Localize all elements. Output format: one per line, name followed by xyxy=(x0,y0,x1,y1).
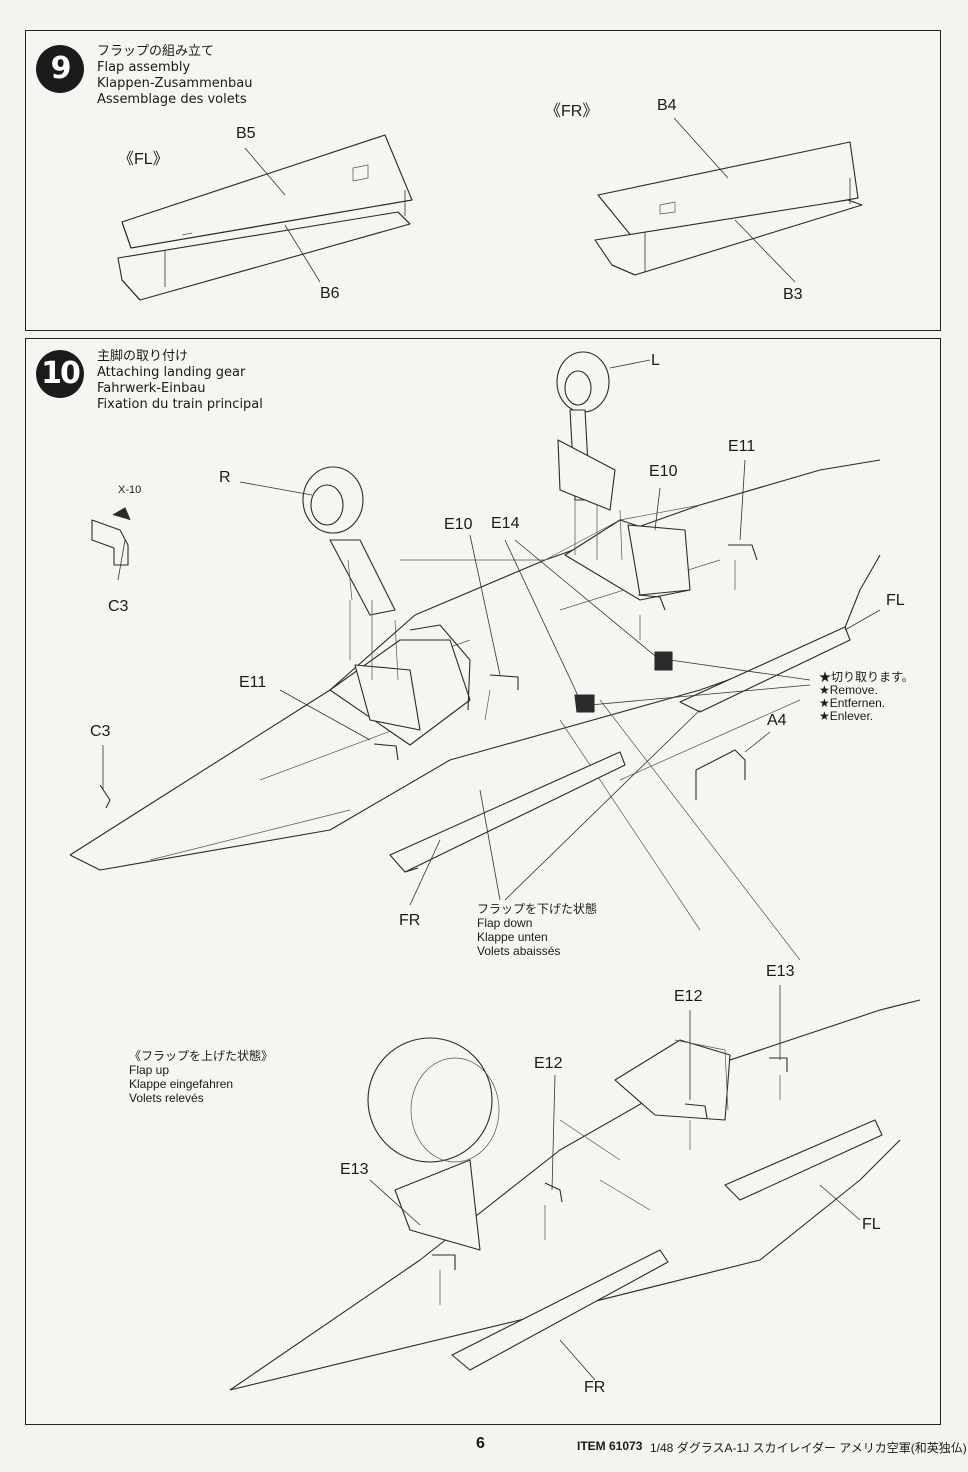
remove-note-en: ★Remove. xyxy=(819,683,878,697)
label-fl-upper: FL xyxy=(886,592,905,609)
label-fl-lower: FL xyxy=(862,1216,881,1233)
label-fl-step9: 《FL》 xyxy=(118,151,169,168)
label-fr-step9: 《FR》 xyxy=(545,103,599,120)
step-9-title-de: Klappen-Zusammenbau xyxy=(97,76,253,91)
label-b5: B5 xyxy=(236,125,256,142)
label-e13-left: E13 xyxy=(340,1161,369,1178)
label-b3: B3 xyxy=(783,286,803,303)
label-r: R xyxy=(219,469,231,486)
label-e11-left: E11 xyxy=(239,674,267,691)
label-e11-right: E11 xyxy=(728,438,756,455)
step-10-titles: 主脚の取り付け Attaching landing gear Fahrwerk-… xyxy=(97,349,263,413)
step-9-title-fr: Assemblage des volets xyxy=(97,92,247,107)
remove-note: ★切り取ります。 ★Remove. ★Entfernen. ★Enlever. xyxy=(819,671,914,723)
flap-up-note: 《フラップを上げた状態》 Flap up Klappe eingefahren … xyxy=(129,1049,273,1105)
label-c3-wing: C3 xyxy=(90,723,111,740)
step-10-title-fr: Fixation du train principal xyxy=(97,397,263,412)
remove-note-ja: ★切り取ります。 xyxy=(819,670,914,684)
step-9-number: 9 xyxy=(36,45,84,93)
step-9-titles: フラップの組み立て Flap assembly Klappen-Zusammen… xyxy=(97,44,252,108)
step-10-panel xyxy=(25,338,941,1425)
label-fr-lower: FR xyxy=(584,1379,606,1396)
flap-down-fr: Volets abaissés xyxy=(477,944,561,958)
label-c3-detail: C3 xyxy=(108,598,129,615)
step-9-title-en: Flap assembly xyxy=(97,60,191,75)
flap-up-ja: 《フラップを上げた状態》 xyxy=(129,1049,274,1063)
flap-up-fr: Volets relevés xyxy=(129,1091,204,1105)
flap-up-de: Klappe eingefahren xyxy=(129,1077,234,1091)
page-number: 6 xyxy=(476,1435,485,1452)
label-e12-mid: E12 xyxy=(534,1055,563,1072)
product-name: 1/48 ダグラスA-1J スカイレイダー アメリカ空軍(和英独仏) xyxy=(650,1441,967,1455)
label-e14: E14 xyxy=(491,515,520,532)
flap-down-ja: フラップを下げた状態 xyxy=(477,902,598,916)
label-x10: X-10 xyxy=(118,484,142,496)
label-b6: B6 xyxy=(320,285,340,302)
label-e10-right: E10 xyxy=(649,463,678,480)
label-fr-upper: FR xyxy=(399,912,421,929)
flap-down-note: フラップを下げた状態 Flap down Klappe unten Volets… xyxy=(477,902,597,958)
flap-up-en: Flap up xyxy=(129,1063,170,1077)
step-10-title-de: Fahrwerk-Einbau xyxy=(97,381,206,396)
flap-down-de: Klappe unten xyxy=(477,930,548,944)
label-e12-top: E12 xyxy=(674,988,703,1005)
label-e13-top: E13 xyxy=(766,963,795,980)
remove-note-de: ★Entfernen. xyxy=(819,696,886,710)
step-10-number: 10 xyxy=(36,350,84,398)
label-e10-left: E10 xyxy=(444,516,473,533)
label-l: L xyxy=(651,352,660,369)
label-a4: A4 xyxy=(767,712,787,729)
item-number: ITEM 61073 xyxy=(577,1439,643,1453)
flap-down-en: Flap down xyxy=(477,916,533,930)
label-b4: B4 xyxy=(657,97,677,114)
step-9-title-ja: フラップの組み立て xyxy=(97,44,215,59)
step-10-title-en: Attaching landing gear xyxy=(97,365,246,380)
step-10-title-ja: 主脚の取り付け xyxy=(97,349,189,364)
remove-note-fr: ★Enlever. xyxy=(819,709,874,723)
